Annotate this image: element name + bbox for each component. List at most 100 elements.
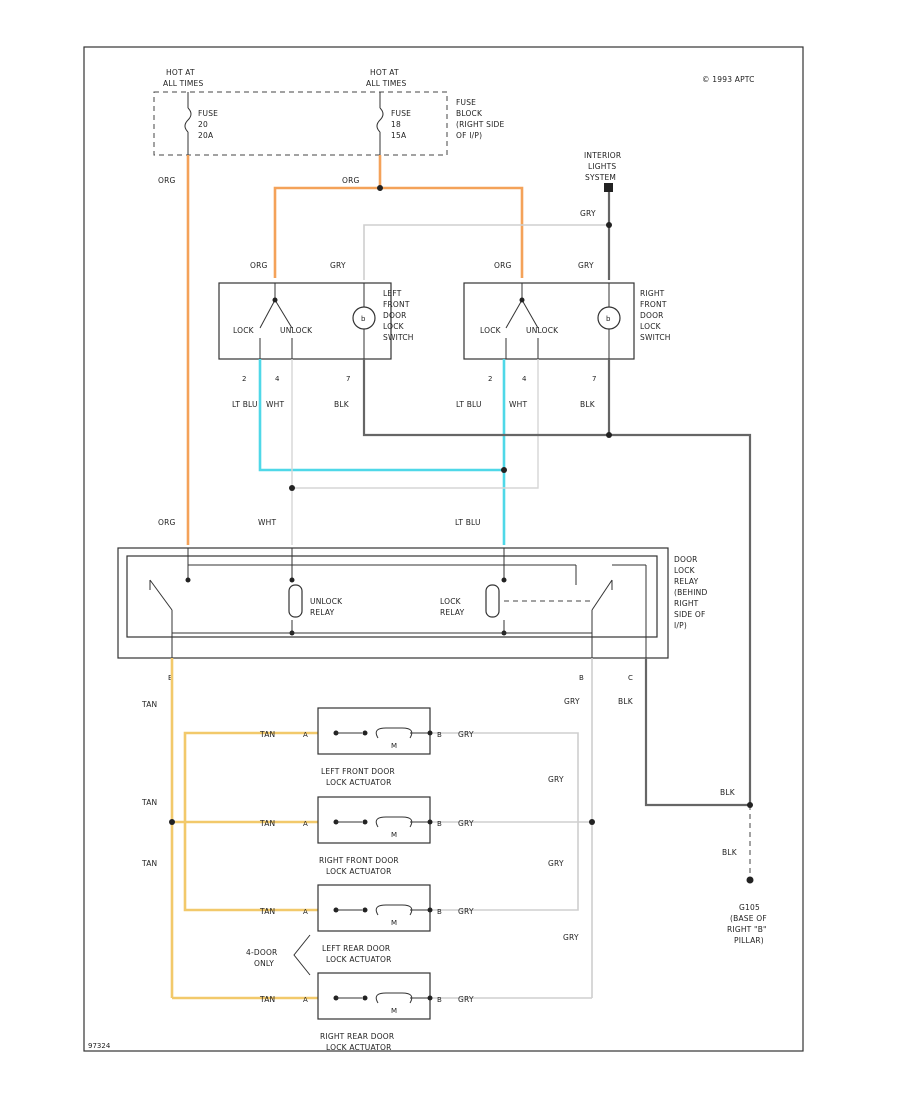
wire-label-gry-rf: GRY <box>458 819 474 828</box>
fuse-block-label-4: OF I/P) <box>456 131 482 140</box>
hot-at-label-2: HOT AT <box>370 68 399 77</box>
right-front-door-lock-actuator: A B M RIGHT FRONT DOOR LOCK ACTUATOR <box>303 796 442 876</box>
footer-code: 97324 <box>88 1042 111 1050</box>
relay-name-5: RIGHT <box>674 599 699 608</box>
door-lock-relay: UNLOCK RELAY LOCK RELAY DOOR LOCK RELAY … <box>117 547 707 682</box>
fuse-20-rating: 20A <box>198 131 214 140</box>
lf-pin-a: A <box>303 731 308 739</box>
rfs-unlock-label: UNLOCK <box>526 326 559 335</box>
wire-label-blk-gnd2: BLK <box>722 848 738 857</box>
interior-lights-label-3: SYSTEM <box>585 173 616 182</box>
left-front-door-lock-switch: ORG GRY LOCK UNLOCK b LEFT FRONT DOOR LO… <box>218 261 413 383</box>
rfs-pin-7: 7 <box>592 375 596 383</box>
relay-name-4: (BEHIND <box>674 588 707 597</box>
rf-actuator-label-2: LOCK ACTUATOR <box>326 867 392 876</box>
wire-label-wht-relay: WHT <box>258 518 276 527</box>
wire-label-wht-r: WHT <box>509 400 527 409</box>
lock-relay-label-1: LOCK <box>440 597 462 606</box>
wire-label-ltblu-relay: LT BLU <box>455 518 481 527</box>
wire-label-tan-rf: TAN <box>259 819 275 828</box>
right-rear-door-lock-actuator: A B M RIGHT REAR DOOR LOCK ACTUATOR <box>303 972 442 1052</box>
relay-pin-b: B <box>579 674 584 682</box>
wire-label-blk-gnd1: BLK <box>720 788 736 797</box>
left-front-door-lock-actuator: A B M LEFT FRONT DOOR LOCK ACTUATOR <box>303 707 442 787</box>
rr-motor: M <box>391 1007 397 1015</box>
wire-label-gry-lr: GRY <box>458 907 474 916</box>
fuse-18-number: 18 <box>391 120 401 129</box>
wire-label-gry-lf: GRY <box>458 730 474 739</box>
wire-label-ltblu-l: LT BLU <box>232 400 258 409</box>
relay-pin-e: E <box>168 674 172 682</box>
rf-pin-a: A <box>303 820 308 828</box>
lr-pin-b: B <box>437 908 442 916</box>
fuse-block: HOT AT ALL TIMES HOT AT ALL TIMES FUSE 2… <box>153 68 505 156</box>
wire-label-tan-1: TAN <box>141 700 157 709</box>
ground-label-2: (BASE OF <box>730 914 767 923</box>
wire-label-tan-3: TAN <box>141 859 157 868</box>
wire-label-gry-b4: GRY <box>563 933 579 942</box>
rfs-name-5: SWITCH <box>640 333 671 342</box>
rfs-pin-4: 4 <box>522 375 527 383</box>
gray-wires-bottom <box>430 658 593 999</box>
lfs-unlock-label: UNLOCK <box>280 326 313 335</box>
hot-at-label-1b: ALL TIMES <box>163 79 203 88</box>
wire-label-ltblu-r: LT BLU <box>456 400 482 409</box>
wire-label-blk-l: BLK <box>334 400 350 409</box>
rr-pin-b: B <box>437 996 442 1004</box>
relay-name-7: I/P) <box>674 621 687 630</box>
ground-label-4: PILLAR) <box>734 936 764 945</box>
wire-label-org-lfs: ORG <box>250 261 268 270</box>
lfs-name-1: LEFT <box>383 289 402 298</box>
lr-actuator-label-2: LOCK ACTUATOR <box>326 955 392 964</box>
lfs-pin-2: 2 <box>242 375 246 383</box>
wire-label-gry-rr: GRY <box>458 995 474 1004</box>
right-front-door-lock-switch: ORG GRY LOCK UNLOCK b RIGHT FRONT DOOR L… <box>463 261 671 383</box>
orange-wires <box>186 155 524 545</box>
interior-lights-connector <box>604 183 613 192</box>
wire-label-wht-l: WHT <box>266 400 284 409</box>
lock-relay-label-2: RELAY <box>440 608 465 617</box>
four-door-only-note: 4-DOOR ONLY <box>246 934 311 976</box>
lfs-pin-7: 7 <box>346 375 350 383</box>
unlock-relay-label-2: RELAY <box>310 608 335 617</box>
four-door-label-2: ONLY <box>254 959 274 968</box>
gray-wires-top <box>363 192 611 280</box>
lfs-name-3: DOOR <box>383 311 407 320</box>
relay-name-3: RELAY <box>674 577 699 586</box>
unlock-relay-label-1: UNLOCK <box>310 597 343 606</box>
rr-actuator-label-1: RIGHT REAR DOOR <box>320 1032 394 1041</box>
fuse-18-rating: 15A <box>391 131 407 140</box>
rfs-pin-2: 2 <box>488 375 492 383</box>
fuse-20-number: 20 <box>198 120 208 129</box>
fuse-block-label-3: (RIGHT SIDE <box>456 120 505 129</box>
lfs-pin-4: 4 <box>275 375 280 383</box>
copyright-label: © 1993 APTC <box>702 75 755 84</box>
wire-label-gry-lfs: GRY <box>330 261 346 270</box>
fuse-18-label: FUSE <box>391 109 411 118</box>
lf-pin-b: B <box>437 731 442 739</box>
rr-pin-a: A <box>303 996 308 1004</box>
left-rear-door-lock-actuator: A B M LEFT REAR DOOR LOCK ACTUATOR <box>303 884 442 964</box>
rfs-name-4: LOCK <box>640 322 662 331</box>
wire-label-blk-r: BLK <box>580 400 596 409</box>
diagram-frame <box>83 46 804 1052</box>
rf-actuator-label-1: RIGHT FRONT DOOR <box>319 856 399 865</box>
relay-name-6: SIDE OF <box>674 610 706 619</box>
wire-label-gry-b2: GRY <box>548 775 564 784</box>
wire-label-gry-rfs: GRY <box>578 261 594 270</box>
wire-label-org-rfs: ORG <box>494 261 512 270</box>
rfs-name-1: RIGHT <box>640 289 665 298</box>
lamp-symbol-r: b <box>606 315 611 323</box>
fuse-block-label-1: FUSE <box>456 98 476 107</box>
lf-motor: M <box>391 742 397 750</box>
hot-at-label-1: HOT AT <box>166 68 195 77</box>
wire-label-tan-lf: TAN <box>259 730 275 739</box>
fuse-block-label-2: BLOCK <box>456 109 483 118</box>
black-ground-wire <box>644 658 751 878</box>
rr-actuator-label-2: LOCK ACTUATOR <box>326 1043 392 1052</box>
lf-actuator-label-2: LOCK ACTUATOR <box>326 778 392 787</box>
wire-label-org-1: ORG <box>158 176 176 185</box>
relay-name-1: DOOR <box>674 555 698 564</box>
wire-label-tan-rr: TAN <box>259 995 275 1004</box>
